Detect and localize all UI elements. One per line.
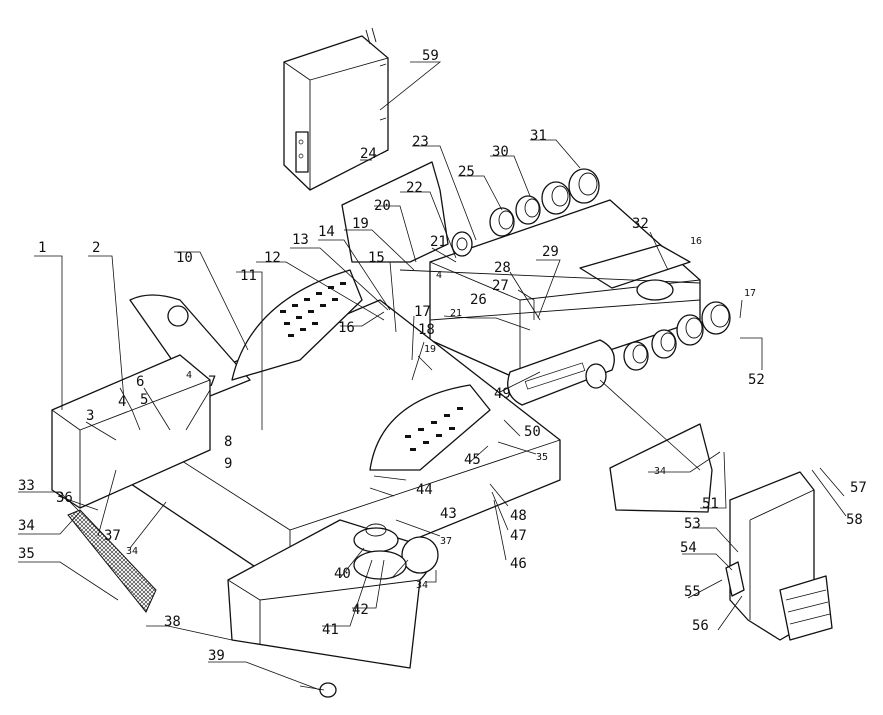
label-56: 56 <box>692 618 709 634</box>
label-51: 51 <box>702 496 719 512</box>
label-47: 47 <box>510 528 527 544</box>
label-7: 7 <box>208 374 216 390</box>
label-1: 1 <box>38 240 46 256</box>
shaft-lower <box>429 299 701 321</box>
label-10: 10 <box>176 250 193 266</box>
label-54: 54 <box>680 540 697 556</box>
label-34-d: 34 <box>654 466 666 477</box>
label-55: 55 <box>684 584 701 600</box>
pulleys-upper <box>489 168 600 237</box>
label-35-a: 35 <box>18 546 35 562</box>
label-58: 58 <box>846 512 863 528</box>
bracket-54 <box>725 561 745 597</box>
label-12: 12 <box>264 250 281 266</box>
label-52: 52 <box>748 372 765 388</box>
label-59: 59 <box>422 48 439 64</box>
label-27: 27 <box>492 278 509 294</box>
label-23: 23 <box>412 134 429 150</box>
label-5: 5 <box>140 392 148 408</box>
label-13: 13 <box>292 232 309 248</box>
mount-40 <box>353 523 407 580</box>
label-30: 30 <box>492 144 509 160</box>
label-15: 15 <box>368 250 385 266</box>
label-19-a: 19 <box>352 216 369 232</box>
clamp-23 <box>451 231 473 257</box>
label-38: 38 <box>164 614 181 630</box>
pulleys-right <box>623 301 731 371</box>
label-37-a: 37 <box>104 528 121 544</box>
label-25: 25 <box>458 164 475 180</box>
label-39: 39 <box>208 648 225 664</box>
label-34-c: 34 <box>416 580 428 591</box>
label-32: 32 <box>632 216 649 232</box>
label-41: 41 <box>322 622 339 638</box>
perforated-panel-10 <box>231 269 363 381</box>
label-53: 53 <box>684 516 701 532</box>
label-2: 2 <box>92 240 100 256</box>
label-28: 28 <box>494 260 511 276</box>
label-8: 8 <box>224 434 232 450</box>
label-24: 24 <box>360 146 377 162</box>
label-40: 40 <box>334 566 351 582</box>
label-11: 11 <box>240 268 257 284</box>
parts <box>51 27 833 698</box>
label-29: 29 <box>542 244 559 260</box>
label-48: 48 <box>510 508 527 524</box>
label-6: 6 <box>136 374 144 390</box>
label-44: 44 <box>416 482 433 498</box>
label-3: 3 <box>86 408 94 424</box>
mesh-grille-33 <box>67 509 157 613</box>
label-4-b: 4 <box>186 370 192 381</box>
label-4-c: 4 <box>436 270 442 281</box>
label-16-a: 16 <box>338 320 355 336</box>
label-34-b: 34 <box>126 546 138 557</box>
label-31: 31 <box>530 128 547 144</box>
cabinet-59 <box>283 27 389 191</box>
label-20: 20 <box>374 198 391 214</box>
label-4-a: 4 <box>118 394 126 410</box>
label-35-b: 35 <box>536 452 548 463</box>
label-36: 36 <box>56 490 73 506</box>
perforated-panel-44 <box>369 384 491 471</box>
label-22: 22 <box>406 180 423 196</box>
bracket-32 <box>636 279 674 301</box>
bracket-plate-24 <box>341 161 449 263</box>
label-9: 9 <box>224 456 232 472</box>
label-34-a: 34 <box>18 518 35 534</box>
label-17-b: 17 <box>744 288 756 299</box>
label-18: 18 <box>418 322 435 338</box>
label-45: 45 <box>464 452 481 468</box>
label-43: 43 <box>440 506 457 522</box>
leader-lines <box>18 61 847 691</box>
label-42: 42 <box>352 602 369 618</box>
label-26: 26 <box>470 292 487 308</box>
front-casing <box>51 354 211 509</box>
label-37-b: 37 <box>440 536 452 547</box>
label-33: 33 <box>18 478 35 494</box>
callout-labels: 1 2 3 4 4 4 5 6 7 8 9 10 11 12 13 14 15 … <box>18 48 867 664</box>
plate-51 <box>609 423 713 513</box>
label-19-b: 19 <box>424 344 436 355</box>
step-53 <box>729 471 833 641</box>
label-16-b: 16 <box>690 236 702 247</box>
label-21-a: 21 <box>430 234 447 250</box>
label-49: 49 <box>494 386 511 402</box>
label-14: 14 <box>318 224 335 240</box>
label-57: 57 <box>850 480 867 496</box>
main-frame <box>109 294 561 591</box>
label-46: 46 <box>510 556 527 572</box>
label-21-b: 21 <box>450 308 462 319</box>
label-50: 50 <box>524 424 541 440</box>
label-17-a: 17 <box>414 304 431 320</box>
slotted-bracket-49 <box>507 339 615 406</box>
